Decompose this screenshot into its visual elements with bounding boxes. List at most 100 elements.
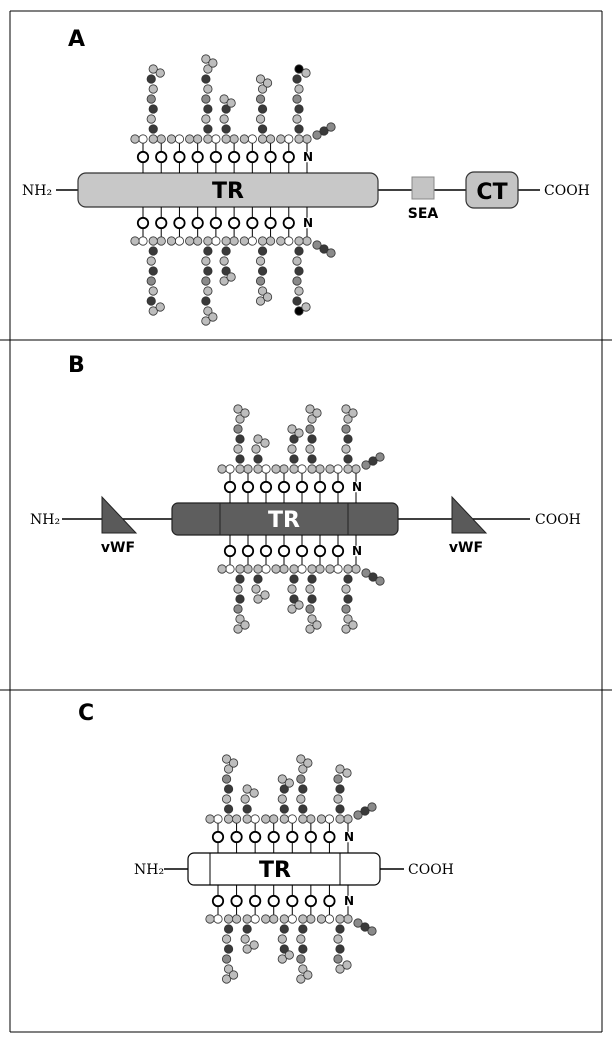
sugar-residue <box>221 266 231 276</box>
sugar-residue <box>242 924 252 934</box>
sugar-residue <box>247 134 257 144</box>
sugar-residue <box>233 624 243 634</box>
sugar-residue <box>255 256 266 266</box>
sugar-residue <box>307 464 317 474</box>
o-glycosylation-site <box>323 894 336 908</box>
o-glycosylation-site <box>313 480 327 494</box>
sugar-residue <box>148 124 158 134</box>
sugar-residue <box>296 794 306 804</box>
sugar-residue <box>250 914 260 924</box>
sugar-residue <box>255 114 266 124</box>
sugar-residue <box>203 246 213 256</box>
sugar-residue <box>148 134 158 144</box>
o-glycosylation-site <box>267 830 280 844</box>
sugar-residue <box>203 64 213 74</box>
sugar-residue <box>294 236 304 246</box>
sugar-residue <box>265 236 276 246</box>
sea-domain <box>411 176 435 200</box>
sugar-residue <box>315 564 325 574</box>
sugar-residue <box>221 246 231 256</box>
sugar-residue <box>303 970 313 980</box>
sugar-residue <box>277 794 287 804</box>
sugar-residue <box>294 306 304 316</box>
cytoplasmic-tail-label: CT <box>476 180 507 205</box>
sugar-residue <box>341 424 351 434</box>
sugar-residue <box>289 564 299 574</box>
o-glycosylation-site <box>264 150 277 164</box>
sugar-residue <box>312 130 322 140</box>
sugar-residue <box>269 914 279 924</box>
sugar-residue <box>343 814 353 824</box>
o-glycosylation-site <box>136 150 150 164</box>
sugar-residue <box>294 286 304 296</box>
sugar-residue <box>221 974 232 984</box>
sugar-residue <box>203 124 213 134</box>
sugar-residue <box>201 54 211 64</box>
o-glycosylation-site <box>155 216 168 230</box>
sugar-residue <box>324 914 335 924</box>
n-glycan-site-label: N <box>344 894 354 908</box>
sugar-residue <box>243 464 253 474</box>
sugar-residue <box>343 914 353 924</box>
sugar-residue <box>219 276 229 286</box>
sugar-residue <box>271 464 281 474</box>
sugar-residue <box>342 768 352 778</box>
sugar-residue <box>235 464 245 474</box>
o-glycosylation-site <box>241 480 255 494</box>
o-glycosylation-site <box>155 150 168 164</box>
sugar-residue <box>223 964 234 974</box>
sugar-residue <box>203 266 213 276</box>
sugar-residue <box>343 574 353 584</box>
sugar-residue <box>261 564 271 574</box>
sugar-residue <box>201 94 211 104</box>
tandem-repeat-domain <box>187 852 381 886</box>
sugar-residue <box>333 774 343 784</box>
sugar-residue <box>292 74 302 84</box>
o-glycosylation-site <box>211 830 225 844</box>
sugar-residue <box>265 134 276 144</box>
sugar-residue <box>130 134 140 144</box>
sugar-residue <box>211 236 221 246</box>
sugar-residue <box>233 584 243 594</box>
sugar-residue <box>193 236 203 246</box>
sugar-residue <box>130 236 140 246</box>
sugar-residue <box>306 814 316 824</box>
sugar-residue <box>316 914 327 924</box>
sugar-residue <box>223 764 234 774</box>
sugar-residue <box>305 404 315 414</box>
sugar-residue <box>292 276 302 286</box>
vwf-domain-label: vWF <box>449 540 483 556</box>
sugar-residue <box>223 944 234 954</box>
sugar-residue <box>155 68 165 78</box>
sugar-residue <box>148 104 158 114</box>
sugar-residue <box>284 950 294 960</box>
sugar-residue <box>297 464 307 474</box>
o-glycosylation-site <box>230 894 243 908</box>
sugar-residue <box>335 764 345 774</box>
sugar-residue <box>307 574 317 584</box>
sugar-residue <box>255 276 266 286</box>
sugar-residue <box>242 804 252 814</box>
sugar-residue <box>351 464 361 474</box>
sugar-residue <box>287 584 297 594</box>
sugar-residue <box>203 236 213 246</box>
sugar-residue <box>203 306 213 316</box>
sugar-residue <box>289 574 299 584</box>
sugar-residue <box>367 926 377 936</box>
sugar-residue <box>229 236 239 246</box>
sugar-residue <box>261 914 271 924</box>
sugar-residue <box>294 600 304 610</box>
sugar-residue <box>221 794 232 804</box>
sugar-residue <box>292 94 302 104</box>
sugar-residue <box>251 444 261 454</box>
sugar-residue <box>298 804 308 814</box>
o-glycosylation-site <box>246 150 259 164</box>
o-glycosylation-site <box>209 216 222 230</box>
sugar-residue <box>368 572 378 582</box>
sugar-residue <box>201 296 211 306</box>
o-glycosylation-site <box>282 150 295 164</box>
sugar-residue <box>148 306 158 316</box>
sugar-residue <box>146 296 156 306</box>
o-glycosylation-site <box>249 830 262 844</box>
sugar-residue <box>302 236 312 246</box>
